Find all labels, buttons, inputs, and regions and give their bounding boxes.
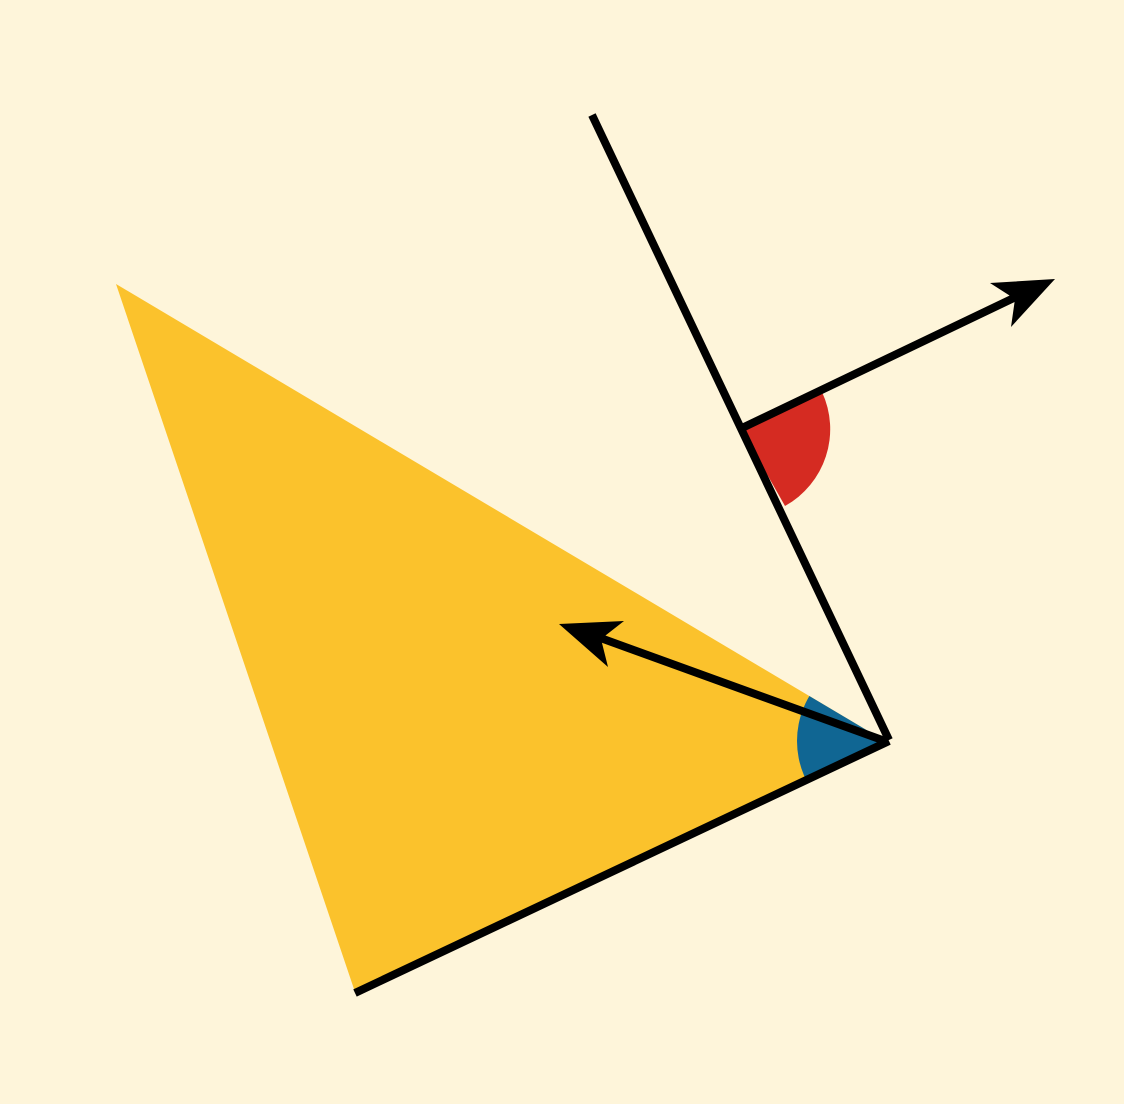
transversal-line xyxy=(588,113,893,742)
base-line-segment xyxy=(353,737,891,997)
normal-arrow-out-head xyxy=(990,279,1055,327)
filled-triangle xyxy=(116,284,885,992)
normal-arrow-in-shaft xyxy=(593,632,887,745)
normal-arrow-in-head xyxy=(559,621,624,667)
normal-arrow-out-shaft xyxy=(740,290,1024,432)
